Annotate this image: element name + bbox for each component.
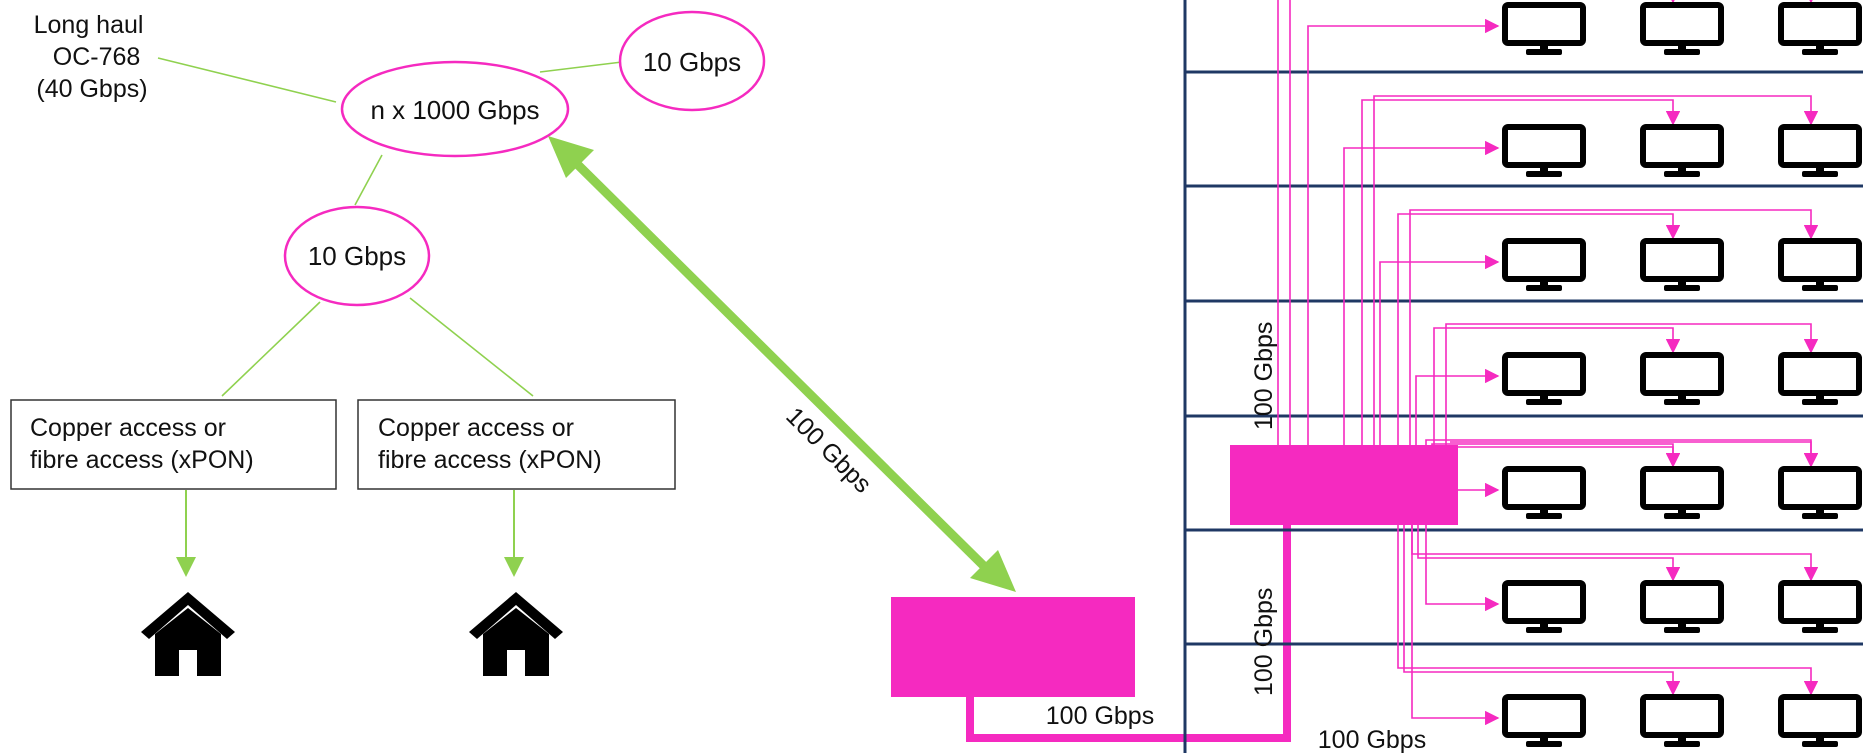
fan-out-line xyxy=(1411,525,1819,582)
monitor-icon xyxy=(1643,355,1721,405)
core-node xyxy=(340,60,570,158)
monitor-icon xyxy=(1505,5,1583,55)
line-core-topright xyxy=(539,61,623,73)
monitor-icon xyxy=(1781,697,1859,747)
fan-out-line xyxy=(1425,525,1500,612)
monitor-icon xyxy=(1505,583,1583,633)
bottom-link xyxy=(966,525,1291,742)
rack-switch xyxy=(1230,445,1458,525)
vertical-link-label-upper: 100 Gbps xyxy=(1250,322,1278,430)
metro-node-label: 10 Gbps xyxy=(308,241,406,271)
top-right-node xyxy=(618,10,766,112)
vertical-link-label-lower: 100 Gbps xyxy=(1250,588,1278,696)
fan-out-line xyxy=(1445,323,1819,445)
monitor-icon xyxy=(1643,5,1721,55)
rack xyxy=(1183,0,1863,753)
fan-out-line xyxy=(1397,525,1819,696)
house-icon xyxy=(141,592,235,676)
monitor-icon xyxy=(1781,583,1859,633)
long-haul-label: Long haul OC-768 (40 Gbps) xyxy=(34,11,151,103)
edge-switch xyxy=(891,597,1135,697)
fan-out-line xyxy=(1397,213,1681,445)
monitor-icon xyxy=(1781,5,1859,55)
line-core-metro xyxy=(354,154,383,206)
fan-out-line xyxy=(1373,95,1819,445)
fan-out-line xyxy=(1379,254,1500,445)
monitor-icon xyxy=(1505,241,1583,291)
monitor-icon xyxy=(1781,127,1859,177)
fan-out-line xyxy=(1450,441,1819,468)
monitor-icon xyxy=(1643,583,1721,633)
connector-lines xyxy=(157,57,623,577)
diagonal-link xyxy=(548,136,1016,592)
fan-out-links xyxy=(1277,0,1819,726)
bottom-link-label: 100 Gbps xyxy=(1046,702,1154,730)
fan-out-line xyxy=(1361,99,1681,445)
monitor-icon xyxy=(1781,241,1859,291)
access-box-left-label: Copper access or fibre access (xPON) xyxy=(30,414,254,474)
monitor-icon xyxy=(1643,241,1721,291)
line-longhaul-core xyxy=(157,57,337,103)
access-box-right-label: Copper access or fibre access (xPON) xyxy=(378,414,602,474)
fan-out-line xyxy=(1433,327,1681,445)
fan-out-line xyxy=(1415,368,1500,445)
fan-out-line xyxy=(1307,18,1500,445)
monitor-icon xyxy=(1781,355,1859,405)
access-box-right xyxy=(357,399,676,490)
core-node-label: n x 1000 Gbps xyxy=(370,95,539,125)
house-icon xyxy=(469,592,563,676)
monitor-icon xyxy=(1643,469,1721,519)
monitor-icon xyxy=(1505,355,1583,405)
bottom-right-link-label: 100 Gbps xyxy=(1318,726,1426,753)
monitor-icon xyxy=(1505,697,1583,747)
monitor-icon xyxy=(1505,127,1583,177)
monitor-icon xyxy=(1781,469,1859,519)
top-right-node-label: 10 Gbps xyxy=(643,47,741,77)
fan-out-line xyxy=(1411,525,1500,726)
monitor-icon xyxy=(1643,127,1721,177)
line-metro-access-right xyxy=(409,297,534,397)
line-metro-access-left xyxy=(221,301,321,397)
fan-out-line xyxy=(1403,525,1681,696)
monitor-icon xyxy=(1505,469,1583,519)
rack-dividers xyxy=(1185,70,1863,646)
metro-node xyxy=(283,205,431,307)
monitor-icon xyxy=(1643,697,1721,747)
fan-out-line xyxy=(1343,140,1500,445)
fan-out-line xyxy=(1431,443,1681,525)
fan-out-line xyxy=(1409,209,1819,445)
fan-out-line xyxy=(1425,439,1819,525)
monitor-grid xyxy=(1505,5,1859,747)
fan-out-line xyxy=(1417,525,1681,582)
access-box-left xyxy=(10,399,337,490)
fan-out-line xyxy=(1450,446,1681,468)
